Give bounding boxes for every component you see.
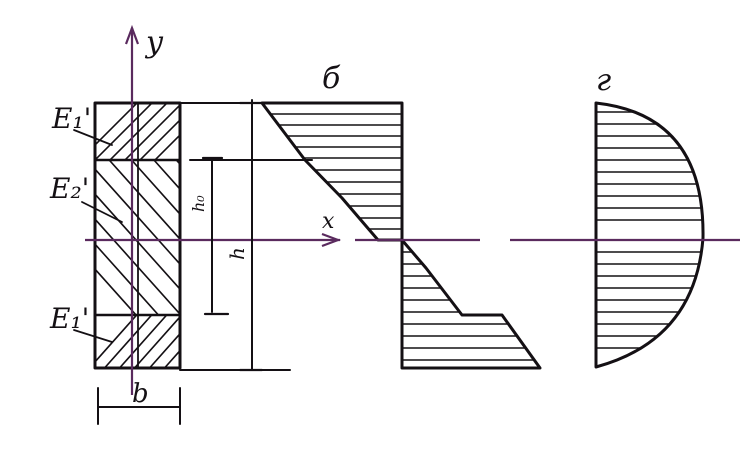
x-axis-label: x xyxy=(322,209,335,234)
leader-top-layer xyxy=(73,129,113,146)
diagram-b-label: б xyxy=(322,61,341,96)
label-bottom-layer: E₁' xyxy=(49,302,89,335)
diagram-b-lower-outline xyxy=(400,238,542,370)
leader-middle-layer xyxy=(81,201,123,223)
label-top-layer: E₁' xyxy=(51,102,91,135)
dimension-h0: h₀ xyxy=(189,156,230,316)
y-axis-arrow xyxy=(124,24,140,45)
hatch-middle-layer xyxy=(95,160,180,315)
dimension-h-label: h xyxy=(225,247,249,260)
dimension-b-label: b xyxy=(132,379,149,409)
dimension-h0-label: h₀ xyxy=(189,195,208,212)
leader-bottom-layer xyxy=(73,329,113,343)
diagram-g: г xyxy=(510,63,740,369)
x-axis-arrow xyxy=(321,232,342,248)
diagram-b: б xyxy=(260,61,542,370)
diagram-g-outline xyxy=(594,101,705,369)
diagram-g-label: г xyxy=(596,63,611,98)
label-middle-layer: E₂' xyxy=(49,172,89,205)
dimension-h: h xyxy=(225,99,264,372)
y-axis-label: y xyxy=(144,25,164,60)
diagram-g-hatch xyxy=(596,111,704,349)
dimension-b: b xyxy=(97,379,181,425)
cross-section xyxy=(93,101,182,370)
hatch-bottom-layer xyxy=(95,315,180,368)
